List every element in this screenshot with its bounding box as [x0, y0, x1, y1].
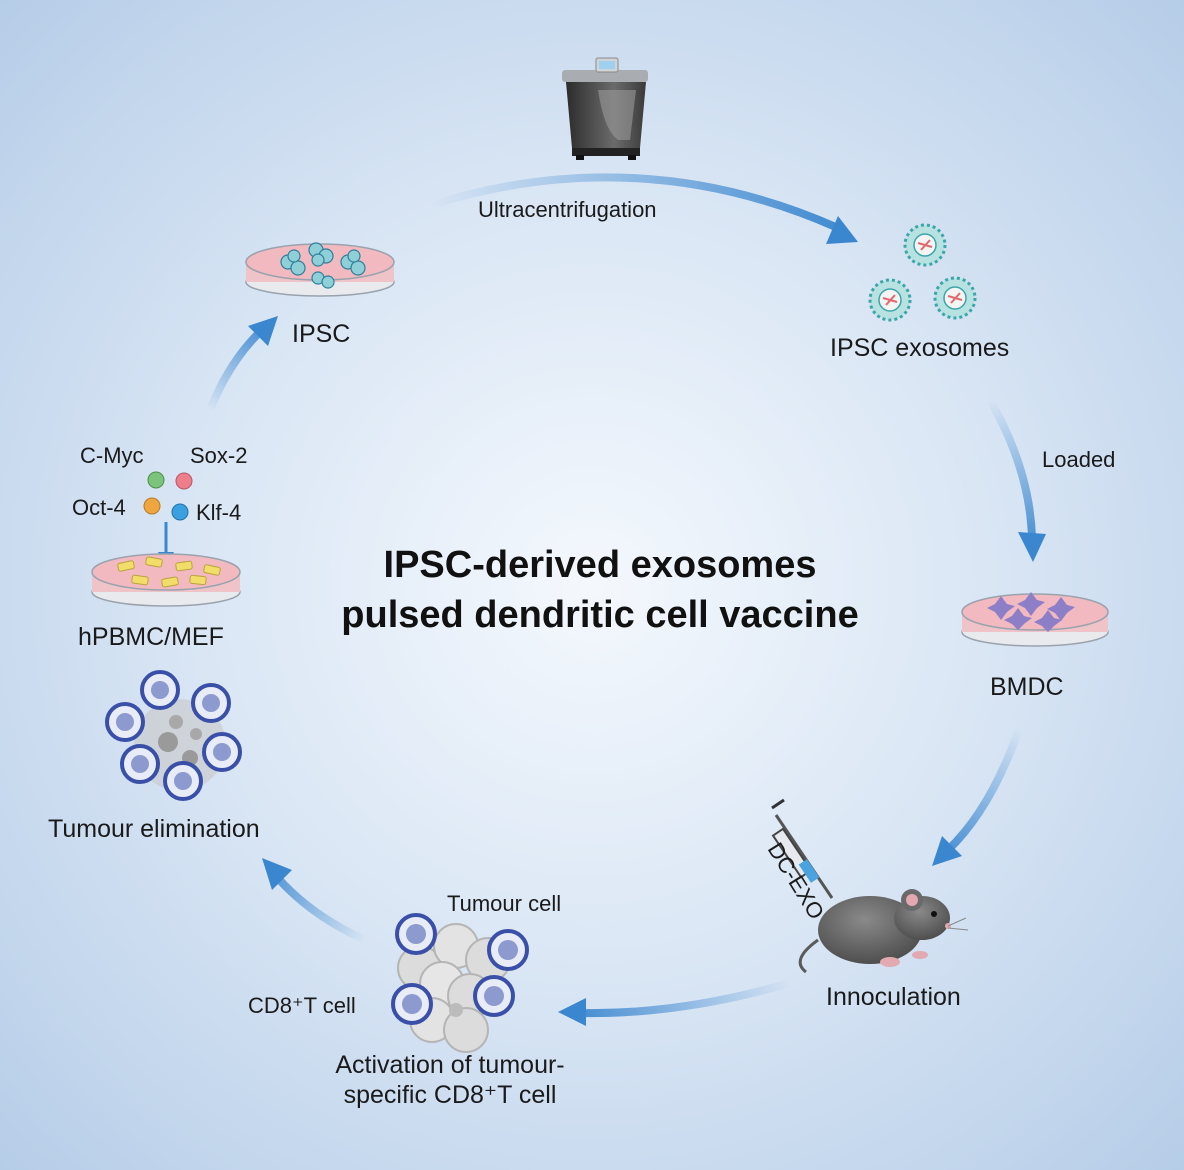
label-klf4: Klf-4: [196, 500, 242, 525]
activation-line-1: Activation of tumour-: [335, 1051, 565, 1079]
t-cell-icon: [395, 913, 437, 955]
title-line-2: pulsed dendritic cell vaccine: [341, 594, 859, 636]
arrow-to-elimination: [262, 858, 369, 944]
syringe-icon: [771, 798, 834, 899]
arrow-to-ipsc: [206, 316, 278, 414]
label-tumour-elimination: Tumour elimination: [48, 815, 260, 843]
activation-line-2: specific CD8⁺T cell: [343, 1081, 557, 1109]
hpbmc-mef-dish-icon: [91, 553, 241, 607]
label-bmdc: BMDC: [990, 673, 1064, 701]
c-myc-dot: [147, 471, 165, 489]
diagram-title: IPSC-derived exosomes pulsed dendritic c…: [250, 540, 950, 640]
t-cell-icon: [487, 929, 529, 971]
label-ipsc: IPSC: [292, 320, 351, 348]
ipsc-exosomes-icon: [868, 223, 977, 322]
t-cell-icon: [473, 975, 515, 1017]
arrow-ultracentrifugation: [426, 173, 858, 244]
bmdc-dish-icon: [961, 592, 1109, 647]
label-activation: Activation of tumour- specific CD8⁺T cel…: [300, 1050, 600, 1110]
arrow-to-innoculation: [932, 728, 1022, 866]
label-c-myc: C-Myc: [80, 443, 144, 468]
arrow-to-activation: [558, 979, 794, 1026]
label-innoculation: Innoculation: [826, 983, 961, 1011]
activation-cell-cluster-icon: [391, 913, 529, 1053]
factor-dots: [143, 471, 193, 566]
title-line-1: IPSC-derived exosomes: [383, 544, 817, 586]
t-cell-icon: [391, 983, 433, 1025]
label-hpbmc-mef: hPBMC/MEF: [78, 623, 224, 651]
ultracentrifuge-icon: [562, 57, 648, 160]
ipsc-dish-icon: [245, 242, 395, 297]
label-oct4: Oct-4: [72, 495, 126, 520]
arrow-loaded: [986, 396, 1046, 562]
label-ipsc-exosomes: IPSC exosomes: [830, 334, 1010, 362]
label-tumour-cell: Tumour cell: [447, 891, 562, 916]
klf4-dot: [171, 503, 189, 521]
oct4-dot: [143, 497, 161, 515]
mouse-icon: [798, 889, 969, 974]
tumour-elimination-icon: [105, 670, 242, 801]
label-cd8-t-cell: CD8⁺T cell: [248, 993, 356, 1018]
sox2-dot: [175, 472, 193, 490]
label-loaded: Loaded: [1042, 447, 1116, 472]
label-sox2: Sox-2: [190, 443, 248, 468]
label-ultracentrifugation: Ultracentrifugation: [478, 197, 657, 222]
